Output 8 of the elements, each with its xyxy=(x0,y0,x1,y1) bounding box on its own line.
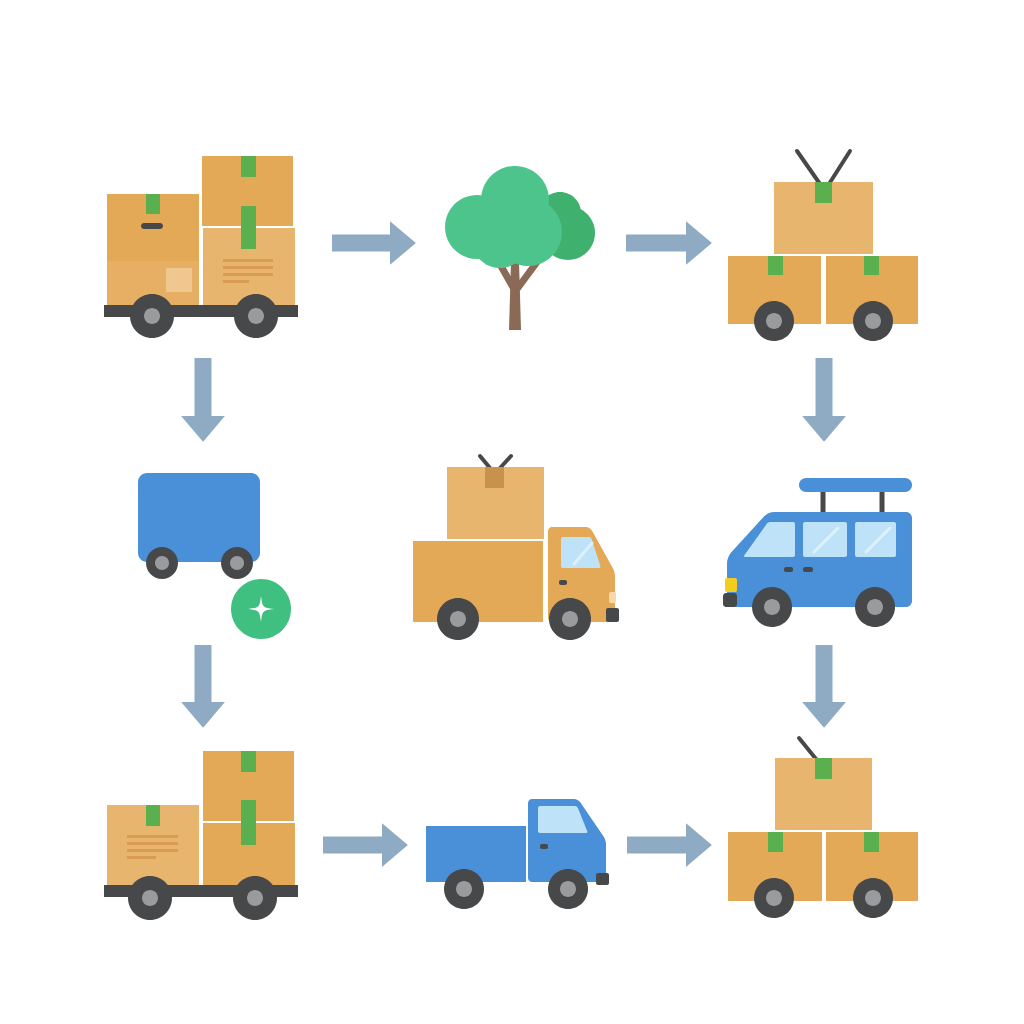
van xyxy=(723,478,912,627)
cart-with-boxes xyxy=(104,156,298,338)
delivery-truck xyxy=(413,454,619,640)
cart-with-boxes xyxy=(104,751,298,920)
tree xyxy=(445,166,595,330)
boxes-on-wheels xyxy=(728,736,918,918)
boxes-on-wheels xyxy=(728,149,918,341)
pickup-truck xyxy=(426,799,609,909)
